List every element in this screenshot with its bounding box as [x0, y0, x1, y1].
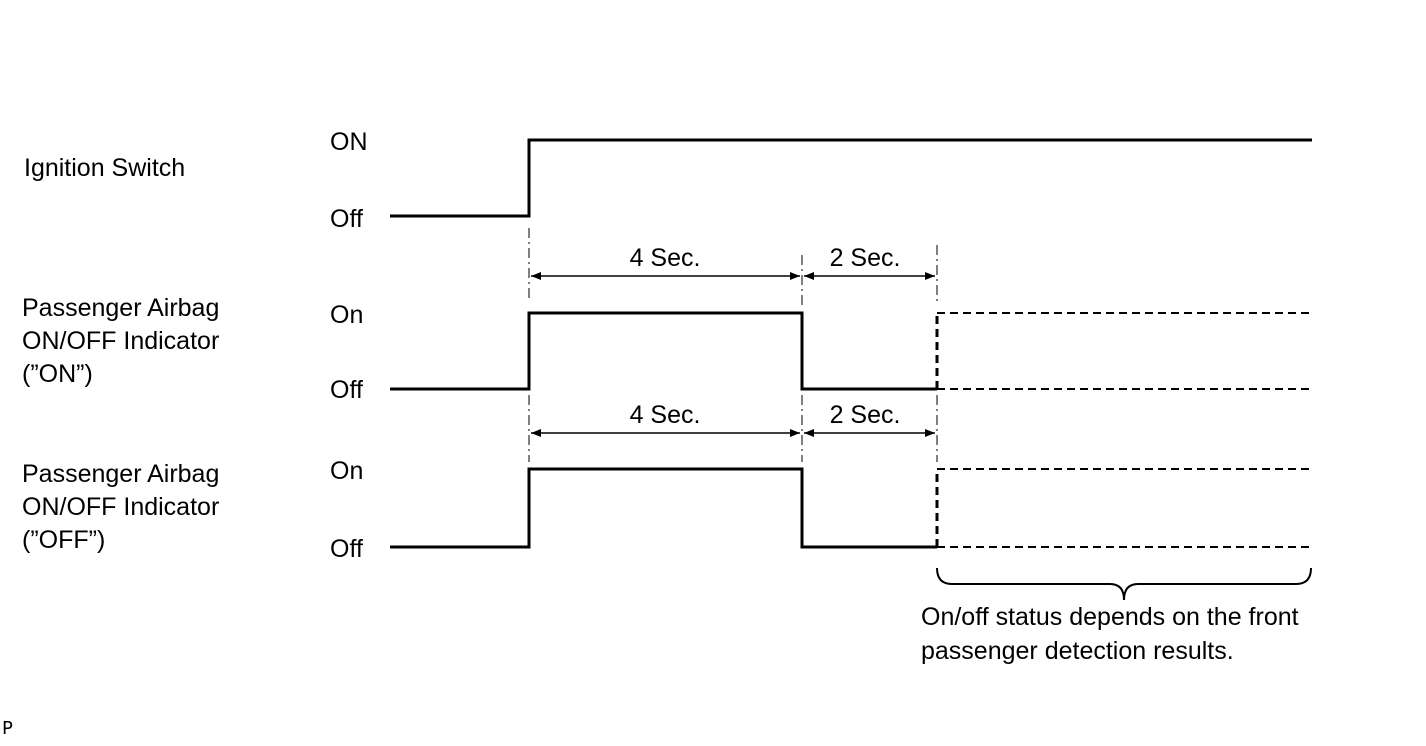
- signal-name-line: ON/OFF Indicator: [22, 327, 220, 355]
- duration-label: 4 Sec.: [629, 244, 701, 272]
- duration-label: 2 Sec.: [829, 401, 901, 429]
- level-label-high: On: [330, 457, 364, 485]
- note-line: On/off status depends on the front: [921, 603, 1299, 631]
- signal-name-line: (”OFF”): [22, 526, 106, 554]
- level-label-high: On: [330, 301, 364, 329]
- signal-name-line: ON/OFF Indicator: [22, 493, 220, 521]
- duration-label: 2 Sec.: [829, 244, 901, 272]
- signal-name-indicator-off: Passenger Airbag ON/OFF Indicator (”OFF”…: [22, 458, 219, 557]
- indicator-on-waveform: [390, 311, 937, 391]
- level-label-low: Off: [330, 535, 363, 563]
- signal-name-indicator-on: Passenger Airbag ON/OFF Indicator (”ON”): [22, 292, 219, 391]
- signal-name-line: Passenger Airbag: [22, 294, 220, 322]
- corner-mark: P: [2, 718, 13, 739]
- signal-name-line: (”ON”): [22, 360, 93, 388]
- signal-name-ignition-switch: Ignition Switch: [24, 154, 186, 182]
- indicator-off-waveform: [390, 467, 937, 549]
- note-line: passenger detection results.: [921, 637, 1234, 665]
- brace: [936, 567, 1312, 601]
- duration-label: 4 Sec.: [629, 401, 701, 429]
- ignition-switch-waveform: [390, 138, 1312, 218]
- level-label-high: ON: [330, 128, 368, 156]
- detection-note: On/off status depends on the front passe…: [921, 600, 1299, 668]
- level-label-low: Off: [330, 205, 363, 233]
- signal-name-line: Passenger Airbag: [22, 460, 220, 488]
- level-label-low: Off: [330, 376, 363, 404]
